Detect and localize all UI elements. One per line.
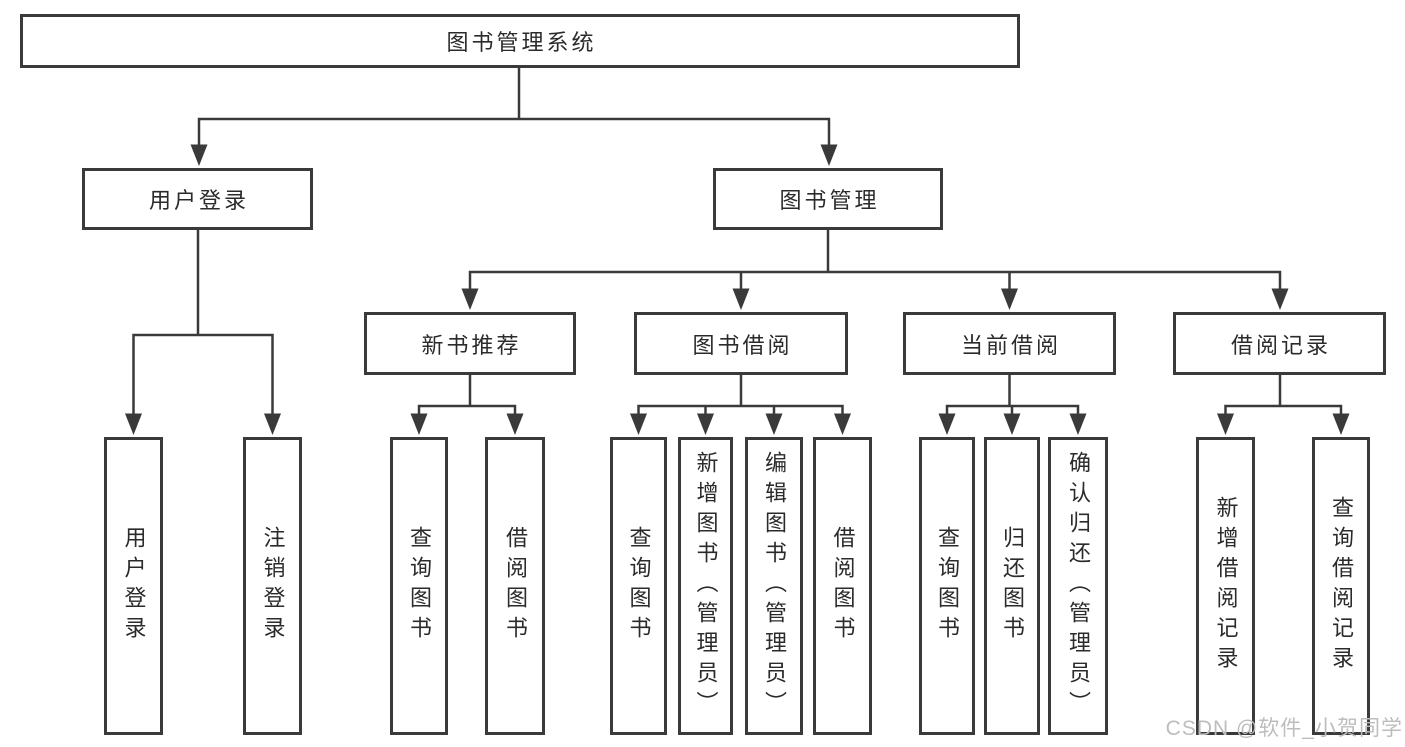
leaf-query-books-current: 查询图书: [919, 437, 975, 735]
node-current-borrowing: 当前借阅: [903, 312, 1116, 375]
node-book-borrowing: 图书借阅: [634, 312, 848, 375]
node-book-management: 图书管理: [713, 168, 943, 230]
leaf-add-borrow-record: 新增借阅记录: [1196, 437, 1255, 735]
leaf-user-login: 用户登录: [104, 437, 163, 735]
leaf-confirm-return-admin: 确认归还（管理员）: [1048, 437, 1108, 735]
leaf-borrow-books-borrowing: 借阅图书: [813, 437, 872, 735]
node-borrowing-records: 借阅记录: [1173, 312, 1386, 375]
leaf-query-books-borrowing: 查询图书: [610, 437, 667, 735]
leaf-borrow-books-recommend: 借阅图书: [485, 437, 545, 735]
leaf-return-books: 归还图书: [984, 437, 1040, 735]
leaf-edit-books-admin: 编辑图书（管理员）: [745, 437, 803, 735]
node-root-system: 图书管理系统: [20, 14, 1020, 68]
node-user-login: 用户登录: [82, 168, 313, 230]
leaf-logout: 注销登录: [243, 437, 302, 735]
leaf-query-borrow-record: 查询借阅记录: [1312, 437, 1370, 735]
leaf-query-books-recommend: 查询图书: [390, 437, 448, 735]
csdn-watermark: CSDN @软件_小贺同学: [1165, 717, 1403, 740]
node-new-book-recommend: 新书推荐: [364, 312, 576, 375]
leaf-add-books-admin: 新增图书（管理员）: [678, 437, 733, 735]
